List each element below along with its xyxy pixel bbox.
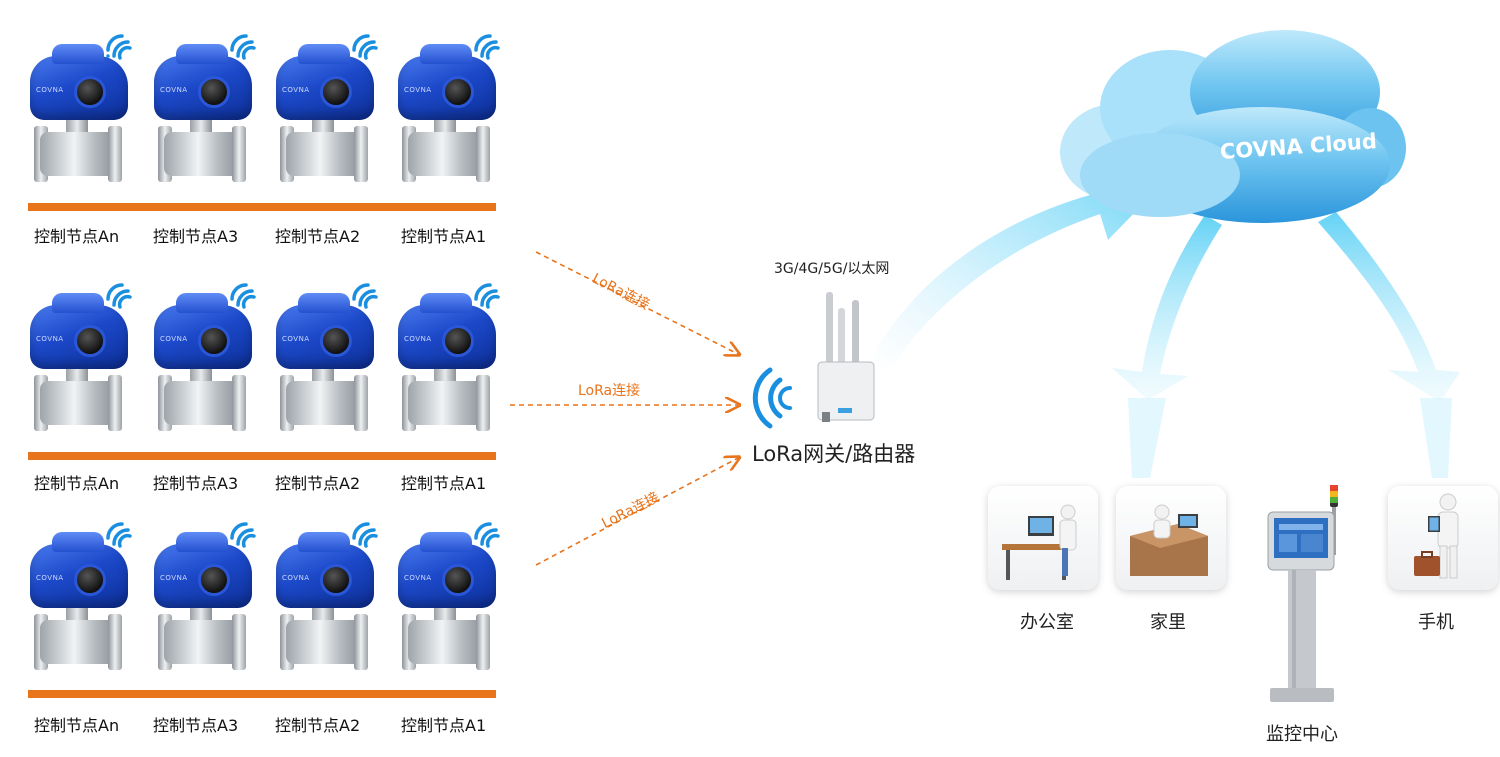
- lora-link-bottom: [535, 458, 738, 566]
- wifi-icon: [474, 34, 500, 60]
- valve-actuator: COVNA: [154, 293, 252, 369]
- valve-brand: COVNA: [160, 86, 188, 94]
- valve-node: COVNA: [268, 34, 380, 184]
- node-label: 控制节点A3: [153, 227, 239, 246]
- node-label: 控制节点An: [34, 227, 120, 246]
- downlink-arrow-phone: [1318, 212, 1460, 402]
- pipe-row-1: [28, 203, 496, 211]
- downlink-arrow-office: [1112, 215, 1222, 400]
- downlink-arrow-phone-tail: [1420, 398, 1452, 478]
- wifi-icon: [230, 34, 256, 60]
- node-label: 控制节点A1: [401, 474, 487, 493]
- valve-node: COVNA: [146, 34, 258, 184]
- valve-actuator: COVNA: [398, 44, 496, 120]
- valve-actuator: COVNA: [276, 44, 374, 120]
- valve-brand: COVNA: [36, 574, 64, 582]
- node-label: 控制节点An: [34, 716, 120, 735]
- valve-brand: COVNA: [160, 574, 188, 582]
- valve-brand: COVNA: [404, 574, 432, 582]
- node-label: 控制节点A2: [275, 227, 361, 246]
- valve-brand: COVNA: [282, 335, 310, 343]
- phone-label: 手机: [1418, 612, 1454, 633]
- monitor-center-label: 监控中心: [1266, 724, 1338, 745]
- valve-actuator: COVNA: [154, 44, 252, 120]
- wifi-icon: [474, 283, 500, 309]
- pipe-row-3: [28, 690, 496, 698]
- valve-actuator: COVNA: [30, 293, 128, 369]
- wifi-icon: [352, 34, 378, 60]
- valve-node: COVNA: [22, 34, 134, 184]
- valve-node: COVNA: [146, 283, 258, 433]
- wifi-icon: [474, 522, 500, 548]
- office-card: [988, 486, 1098, 590]
- monitoring-kiosk: [1267, 485, 1338, 702]
- office-desk-icon: [1002, 504, 1077, 580]
- office-label: 办公室: [1020, 612, 1074, 633]
- home-desk-icon: [1130, 504, 1208, 576]
- valve-node: COVNA: [146, 522, 258, 672]
- valve-node: COVNA: [22, 283, 134, 433]
- valve-node: COVNA: [390, 522, 502, 672]
- valve-brand: COVNA: [282, 86, 310, 94]
- valve-actuator: COVNA: [154, 532, 252, 608]
- lora-gateway-device: [817, 292, 875, 422]
- valve-brand: COVNA: [160, 335, 188, 343]
- valve-node: COVNA: [390, 283, 502, 433]
- node-label: 控制节点A1: [401, 227, 487, 246]
- node-label: 控制节点A2: [275, 474, 361, 493]
- wifi-icon: [106, 34, 132, 60]
- valve-brand: COVNA: [36, 335, 64, 343]
- gateway-network-label: 3G/4G/5G/以太网: [774, 261, 890, 277]
- wifi-icon: [106, 522, 132, 548]
- valve-actuator: COVNA: [30, 44, 128, 120]
- lora-link-top: [535, 251, 738, 354]
- valve-brand: COVNA: [404, 86, 432, 94]
- node-label: 控制节点A3: [153, 474, 239, 493]
- node-label: 控制节点A2: [275, 716, 361, 735]
- cloud-shape: [1060, 30, 1406, 223]
- node-label: 控制节点A3: [153, 716, 239, 735]
- valve-actuator: COVNA: [398, 293, 496, 369]
- downlink-arrow-office-tail: [1128, 398, 1166, 478]
- valve-actuator: COVNA: [276, 532, 374, 608]
- wifi-icon: [230, 283, 256, 309]
- wifi-icon: [352, 522, 378, 548]
- phone-card: [1388, 486, 1498, 590]
- gateway-name-label: LoRa网关/路由器: [752, 442, 916, 466]
- home-label: 家里: [1150, 612, 1186, 633]
- pipe-row-2: [28, 452, 496, 460]
- gateway-wifi-icon: [752, 367, 792, 429]
- mobile-user-icon: [1414, 493, 1459, 579]
- valve-node: COVNA: [268, 283, 380, 433]
- wifi-icon: [106, 283, 132, 309]
- valve-node: COVNA: [22, 522, 134, 672]
- home-card: [1116, 486, 1226, 590]
- valve-brand: COVNA: [282, 574, 310, 582]
- valve-node: COVNA: [390, 34, 502, 184]
- valve-brand: COVNA: [36, 86, 64, 94]
- node-label: 控制节点An: [34, 474, 120, 493]
- valve-actuator: COVNA: [30, 532, 128, 608]
- valve-actuator: COVNA: [398, 532, 496, 608]
- valve-node: COVNA: [268, 522, 380, 672]
- wifi-icon: [352, 283, 378, 309]
- lora-link-label-middle: LoRa连接: [578, 383, 641, 399]
- valve-brand: COVNA: [404, 335, 432, 343]
- node-label: 控制节点A1: [401, 716, 487, 735]
- wifi-icon: [230, 522, 256, 548]
- valve-actuator: COVNA: [276, 293, 374, 369]
